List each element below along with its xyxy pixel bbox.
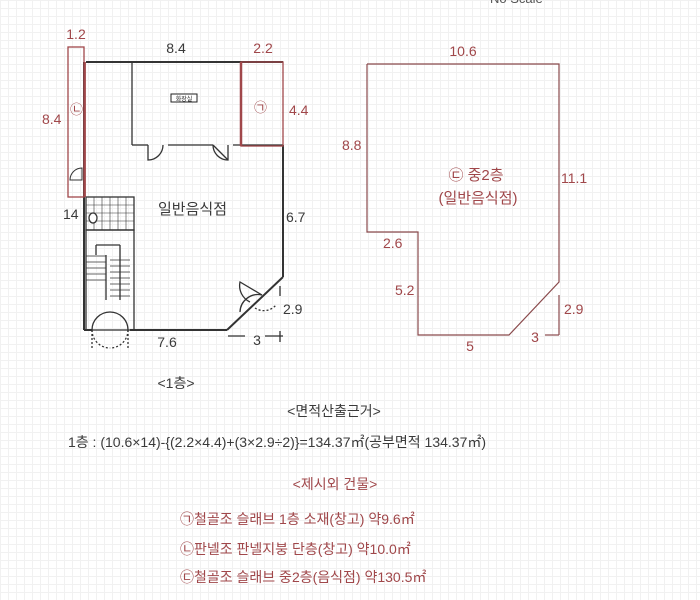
- extra-building-item-b: ㉡판넬조 판넬지붕 단층(창고) 약10.0㎡: [180, 541, 411, 557]
- mezz-dim-top: 10.6: [449, 43, 477, 59]
- scale-note: No Scale: [490, 0, 543, 6]
- dim-left-total: 14: [63, 206, 79, 222]
- mezz-dim-left-lower: 5.2: [395, 282, 415, 298]
- extra-building-item-c: ㉢철골조 슬래브 중2층(음식점) 약130.5㎡: [180, 569, 427, 585]
- annex-a-mark: ㉠: [254, 100, 268, 115]
- mezz-usage: (일반음식점): [438, 190, 518, 207]
- annex-b-outline: [67, 46, 85, 198]
- mezzanine-outline: [366, 63, 560, 336]
- dim-corner-v: 2.9: [283, 301, 303, 317]
- extra-building-item-a: ㉠철골조 슬래브 1층 소재(창고) 약9.6㎡: [180, 511, 415, 527]
- calc-title: <면적산출근거>: [287, 403, 381, 419]
- floor-plan-drawing: 화장실: [67, 46, 560, 350]
- restroom-sign: 화장실: [176, 95, 193, 103]
- dim-annex-a-length: 4.4: [289, 102, 309, 118]
- annex-b-mark: ㉡: [70, 102, 84, 117]
- mezz-label: ㉢ 중2층: [448, 167, 504, 184]
- mezz-dim-right: 11.1: [561, 170, 588, 186]
- mezz-dim-step: 2.6: [383, 235, 403, 251]
- extra-buildings-title: <제시외 건물>: [292, 476, 378, 492]
- dim-top-main: 8.4: [166, 40, 186, 56]
- calc-formula: 1층 : (10.6×14)-{(2.2×4.4)+(3×2.9÷2)}=134…: [68, 434, 487, 450]
- mezz-dim-corner-v: 2.9: [564, 301, 584, 317]
- floor1-room-label: 일반음식점: [158, 201, 228, 218]
- dim-annex-b-length: 8.4: [42, 111, 62, 127]
- dim-annex-b-width: 1.2: [66, 26, 86, 42]
- dim-bottom: 7.6: [157, 334, 177, 350]
- dim-right-side: 6.7: [286, 209, 306, 225]
- mezz-dim-corner-h: 3: [531, 329, 539, 345]
- dim-annex-a-width: 2.2: [253, 40, 273, 56]
- mezz-dim-left-upper: 8.8: [342, 137, 362, 153]
- mezz-dim-bottom: 5: [466, 338, 474, 354]
- floor1-caption: <1층>: [157, 375, 195, 391]
- dim-corner-h: 3: [253, 332, 261, 348]
